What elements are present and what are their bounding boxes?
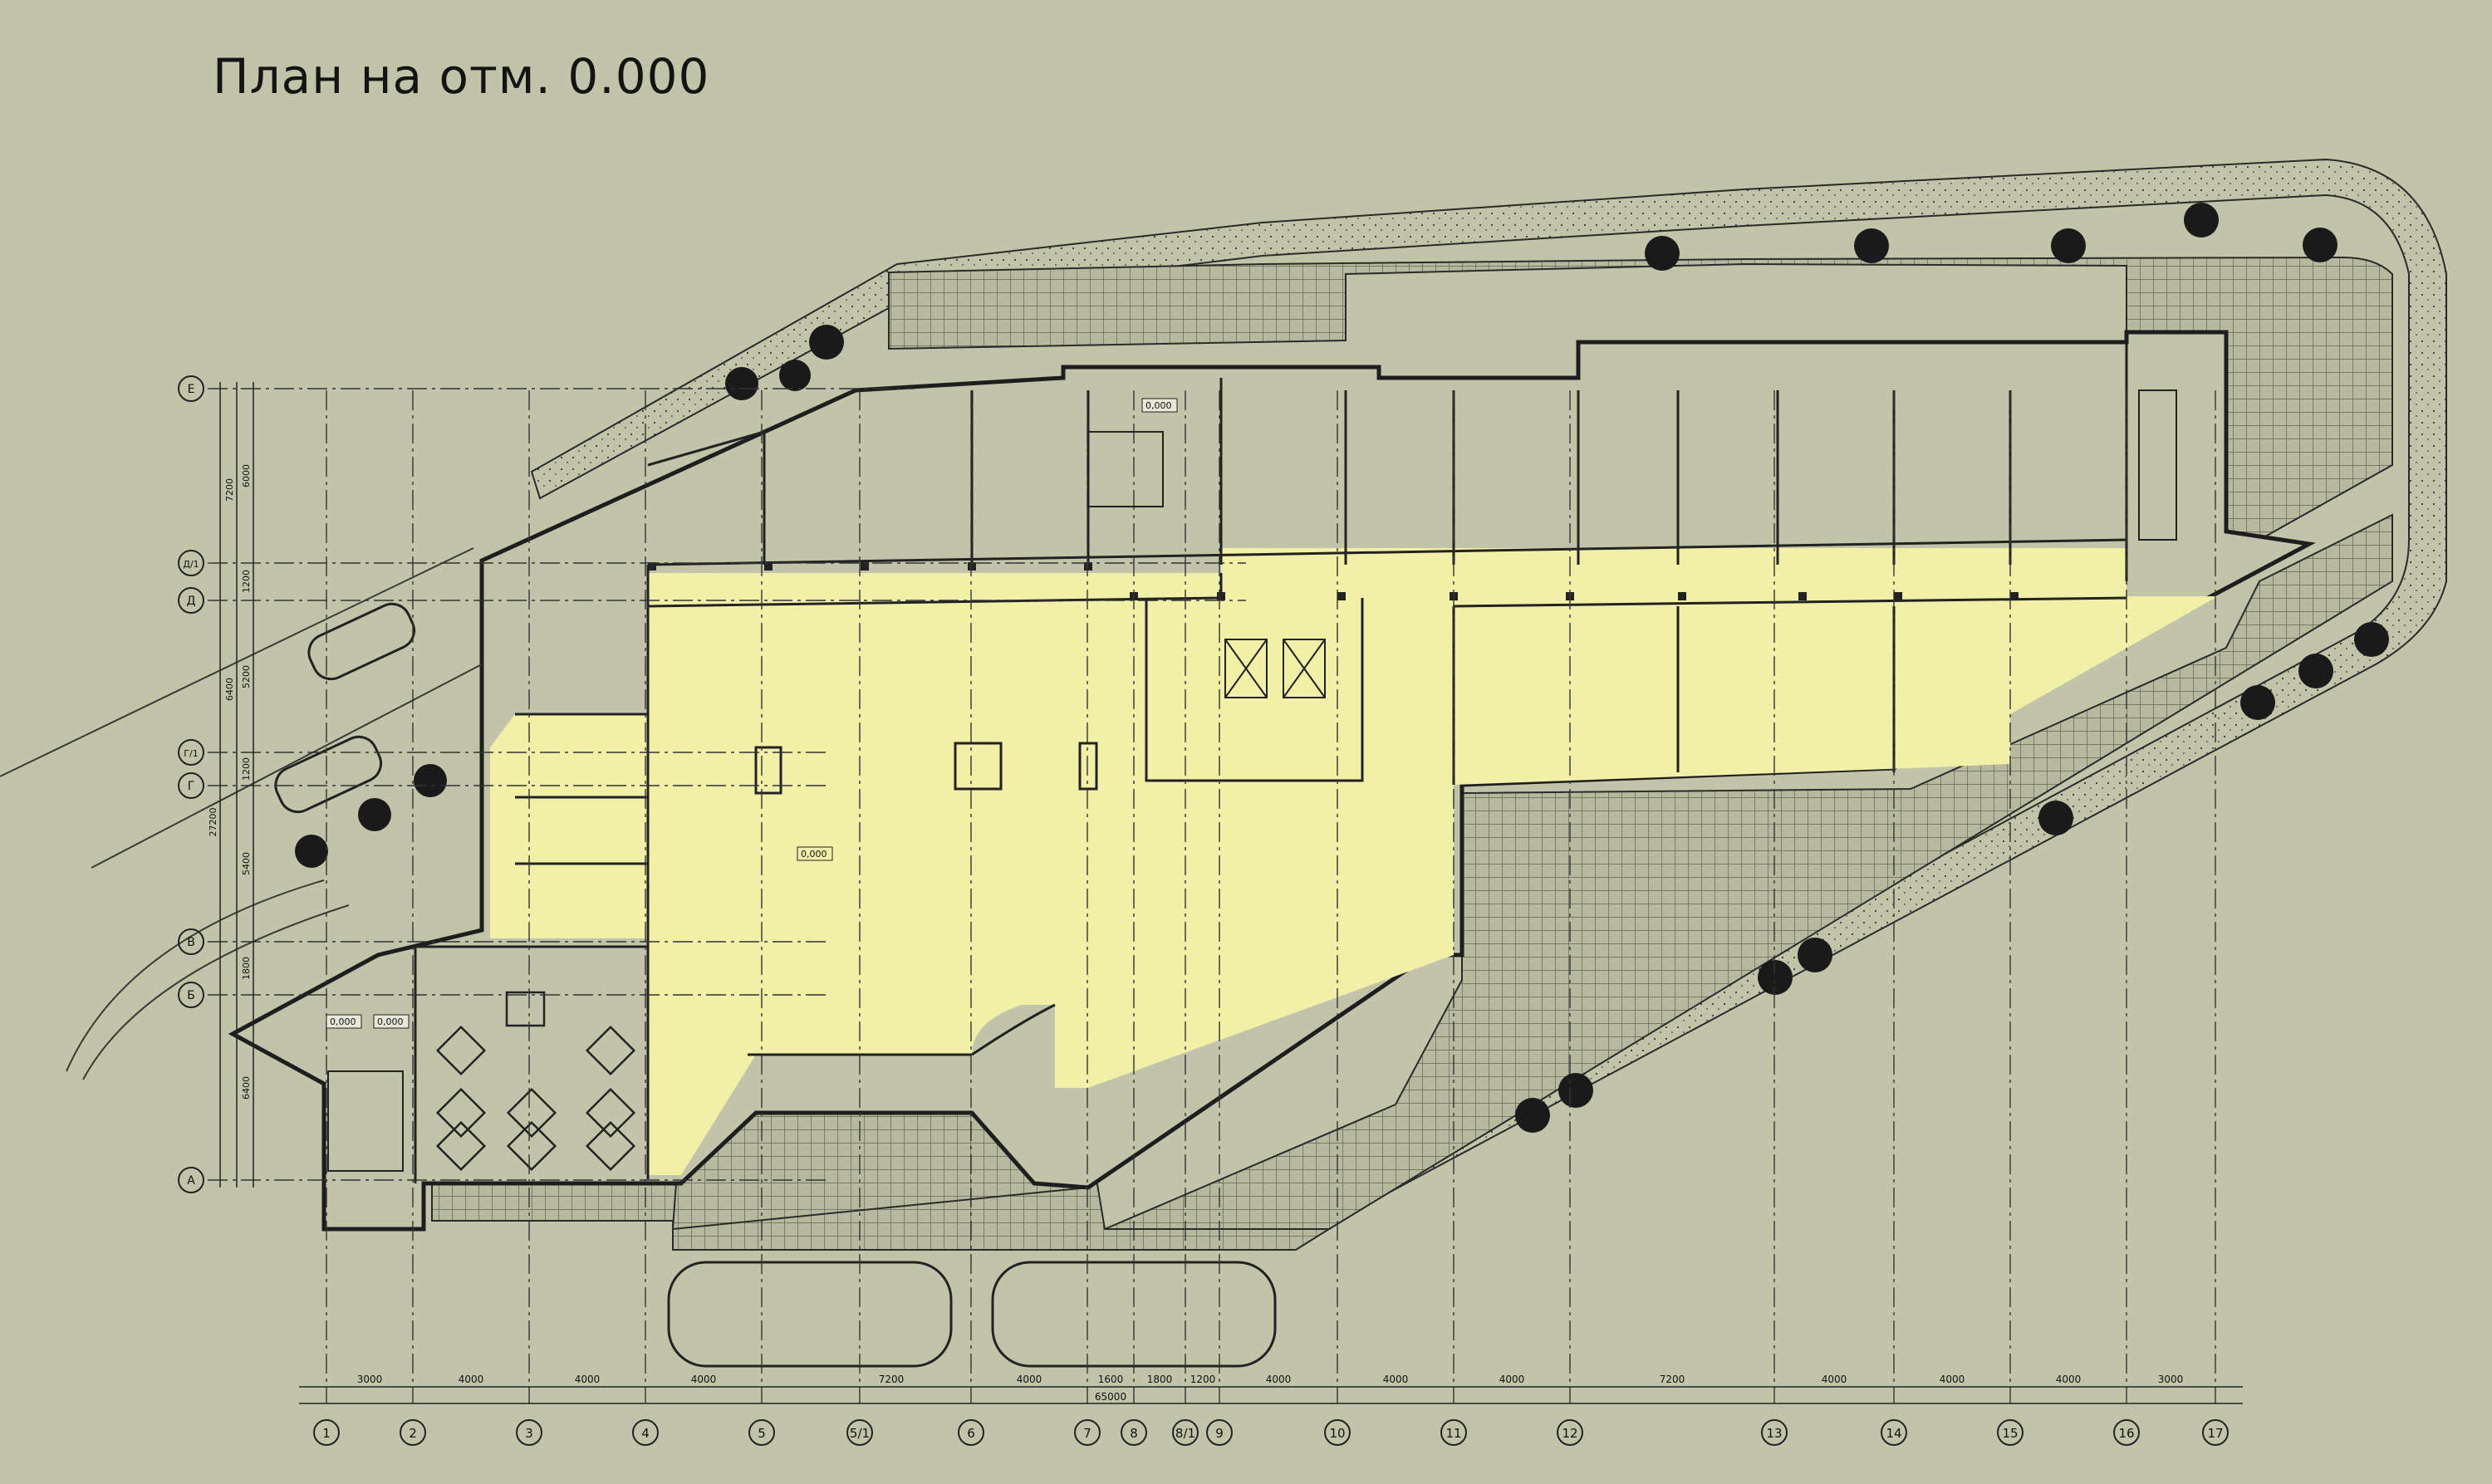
axis-label: 10	[1329, 1426, 1345, 1441]
public-corridor-area	[648, 548, 2218, 1175]
span-label: 6400	[224, 678, 235, 701]
span-label: 3000	[2158, 1374, 2184, 1385]
span-label: 4000	[691, 1374, 717, 1385]
axis-label: В	[187, 936, 195, 949]
trees	[295, 203, 2389, 1133]
axis-grid-lines	[208, 388, 2216, 1403]
bottom-dimensions	[299, 1386, 2243, 1404]
left-axis-labels: Е Д/1 Д Г/1 Г В Б А	[183, 383, 199, 1188]
left-dimensions	[219, 382, 254, 1188]
span-label: 1600	[1098, 1374, 1124, 1385]
axis-label: А	[187, 1174, 195, 1188]
span-label: 1200	[241, 757, 252, 781]
span-label: 4000	[1940, 1374, 1965, 1385]
level-marks: 0,000 0,000 0,000 0,000	[326, 398, 1178, 1029]
axis-label: Г/1	[184, 748, 198, 759]
left-axis-markers	[178, 375, 204, 1193]
axis-label: 17	[2207, 1426, 2223, 1441]
axis-label: 1	[322, 1426, 331, 1441]
axis-label: 4	[641, 1426, 650, 1441]
bottom-axis-markers	[313, 1419, 2229, 1446]
axis-label: 13	[1766, 1426, 1782, 1441]
span-label: 1200	[241, 570, 252, 593]
span-label: 7200	[224, 478, 235, 502]
span-label: 5200	[241, 665, 252, 688]
span-label: 7200	[1660, 1374, 1685, 1385]
axis-label: 6	[967, 1426, 975, 1441]
span-label: 7200	[879, 1374, 905, 1385]
total-span-label: 27200	[208, 808, 218, 837]
span-label: 4000	[575, 1374, 601, 1385]
bottom-span-labels: 3000 4000 4000 4000 7200 4000 1600 1800 …	[357, 1374, 2184, 1403]
plan-title: План на отм. 0.000	[213, 48, 710, 105]
level-mark: 0,000	[330, 1016, 356, 1027]
span-label: 5400	[241, 852, 252, 875]
span-label: 4000	[1266, 1374, 1292, 1385]
left-span-labels: 6000 1200 5200 1200 5400 1800 6400 7200 …	[208, 464, 252, 1100]
axis-label: 8/1	[1175, 1426, 1195, 1441]
span-label: 4000	[1499, 1374, 1525, 1385]
paving-east	[1104, 513, 2393, 1230]
axis-label: Б	[187, 989, 195, 1002]
axis-label: 9	[1215, 1426, 1224, 1441]
span-label: 4000	[2056, 1374, 2082, 1385]
span-label: 4000	[1822, 1374, 1847, 1385]
cafe-tables	[435, 991, 636, 1172]
axis-label: 7	[1083, 1426, 1091, 1441]
level-mark: 0,000	[1145, 400, 1172, 411]
stairs-and-elevators	[327, 389, 2177, 1172]
axis-label: 2	[409, 1426, 417, 1441]
span-label: 4000	[1383, 1374, 1409, 1385]
span-label: 1200	[1190, 1374, 1216, 1385]
axis-label: Д	[187, 595, 196, 608]
level-mark: 0,000	[801, 849, 827, 860]
axis-label: 14	[1886, 1426, 1901, 1441]
axis-label: Д/1	[183, 559, 199, 570]
span-label: 6400	[241, 1076, 252, 1100]
span-label: 3000	[357, 1374, 383, 1385]
span-label: 1800	[1147, 1374, 1173, 1385]
paving-south	[431, 1178, 1332, 1251]
paving-top	[888, 256, 2393, 541]
span-label: 1800	[241, 957, 252, 980]
axis-label: 15	[2002, 1426, 2018, 1441]
axis-label: Г	[188, 780, 195, 793]
axis-label: 5	[758, 1426, 766, 1441]
axis-label: Е	[188, 383, 195, 396]
axis-label: 3	[525, 1426, 533, 1441]
span-label: 4000	[1017, 1374, 1042, 1385]
span-label: 6000	[241, 464, 252, 487]
axis-label: 16	[2118, 1426, 2134, 1441]
span-label: 4000	[459, 1374, 484, 1385]
total-span-label: 65000	[1095, 1391, 1126, 1403]
axis-label: 5/1	[850, 1426, 870, 1441]
axis-label: 12	[1562, 1426, 1577, 1441]
bottom-axis-labels: 1 2 3 4 5 5/1 6 7 8 8/1 9 10 11 12 13 14…	[322, 1426, 2223, 1441]
public-corridor-west	[490, 714, 656, 938]
axis-label: 8	[1130, 1426, 1138, 1441]
level-mark: 0,000	[377, 1016, 404, 1027]
axis-label: 11	[1445, 1426, 1461, 1441]
